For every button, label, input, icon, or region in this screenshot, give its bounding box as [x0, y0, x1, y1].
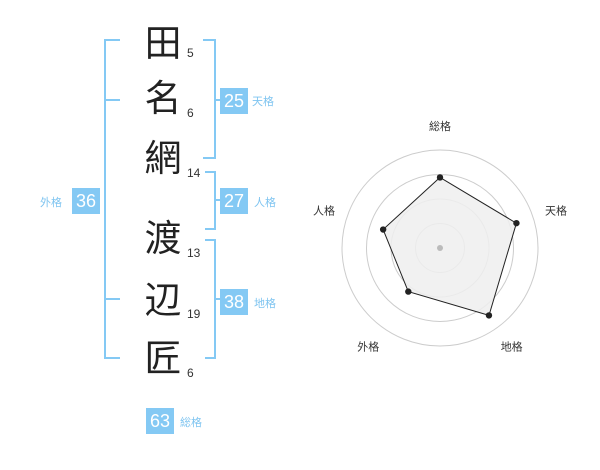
radar-point-3 — [485, 312, 493, 319]
stroke-count-2: 6 — [187, 106, 194, 120]
stroke-count-1: 5 — [187, 46, 194, 60]
tenkaku-label: 天格 — [252, 95, 274, 108]
stroke-count-4: 13 — [187, 246, 201, 260]
gaikaku-score: 36 — [72, 188, 100, 214]
stroke-count-6: 6 — [187, 366, 194, 380]
char-6: 匠 — [144, 337, 182, 380]
chikaku-score: 38 — [220, 289, 248, 315]
char-4: 渡 — [144, 217, 182, 260]
radar-axis-label-1: 総格 — [429, 119, 451, 133]
char-5: 辺 — [144, 279, 182, 322]
radar-point-2 — [513, 219, 520, 227]
char-2: 名 — [144, 77, 182, 120]
tenkaku-score: 25 — [220, 88, 248, 114]
char-1: 田 — [144, 22, 182, 65]
jinkaku-label: 人格 — [254, 196, 276, 209]
stroke-count-3: 14 — [187, 166, 201, 180]
radar-point-1 — [436, 174, 444, 181]
tenkaku-bracket — [203, 39, 220, 159]
radar-axis-label-2: 天格 — [545, 203, 567, 217]
radar-point-4 — [405, 288, 412, 295]
radar-axis-label-5: 人格 — [313, 203, 335, 217]
radar-axis-label-4: 外格 — [357, 340, 379, 354]
soukaku-label: 総格 — [180, 416, 202, 429]
soukaku-score: 63 — [146, 408, 174, 434]
jinkaku-score: 27 — [220, 188, 248, 214]
chikaku-label: 地格 — [254, 297, 276, 310]
radar-data-polygon — [382, 176, 517, 317]
jinkaku-bracket — [205, 171, 220, 230]
radar-axis-label-3: 地格 — [501, 340, 523, 354]
radar-center-dot — [437, 245, 443, 251]
stroke-count-5: 19 — [187, 307, 201, 321]
radar-point-5 — [379, 226, 387, 233]
gaikaku-label: 外格 — [40, 196, 62, 209]
chikaku-bracket — [205, 239, 220, 359]
gaikaku-bracket — [104, 39, 120, 359]
char-3: 網 — [144, 137, 182, 180]
